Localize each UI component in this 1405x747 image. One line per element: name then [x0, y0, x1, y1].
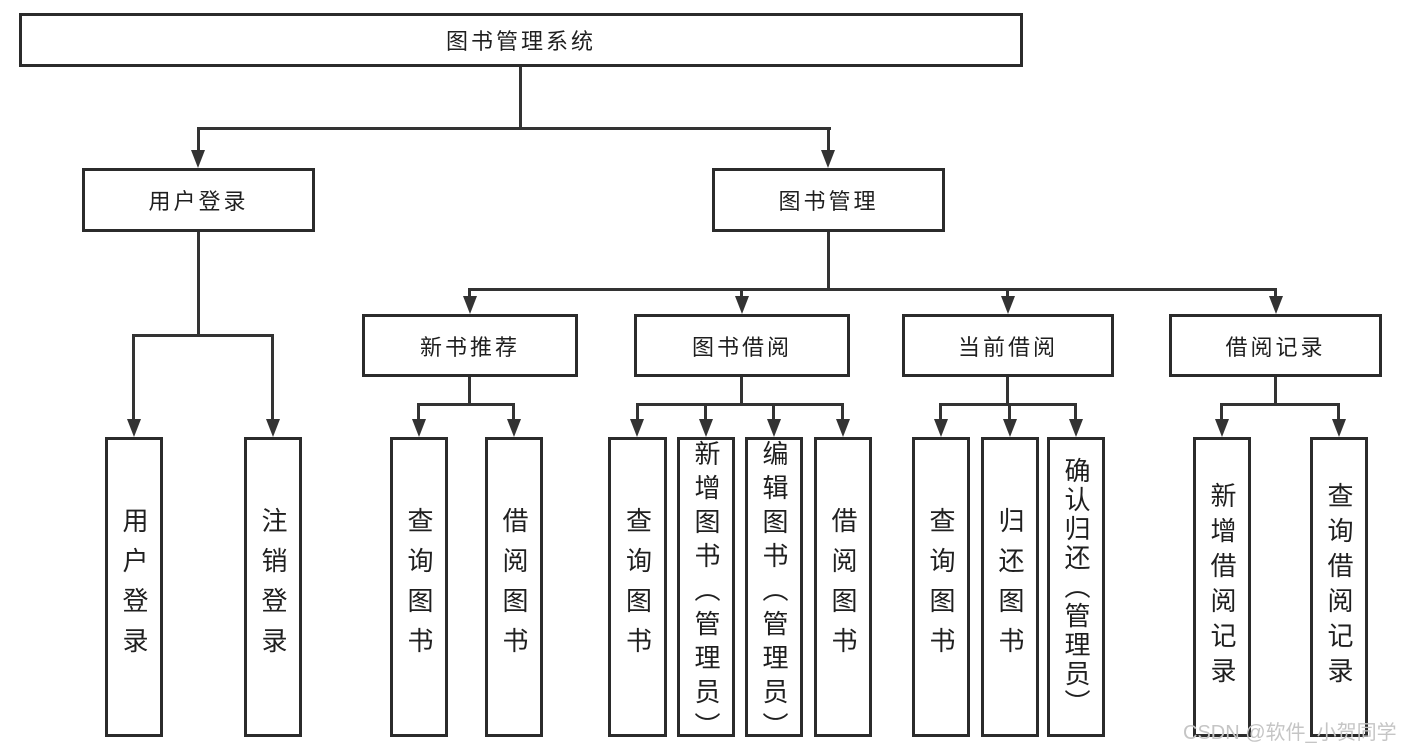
connector-line — [1221, 403, 1340, 406]
connector-line — [1220, 403, 1223, 421]
connector-line — [133, 334, 274, 337]
arrow-down-icon — [507, 419, 521, 437]
leaf-label: 确认归还（管理员） — [1061, 456, 1091, 718]
arrow-down-icon — [821, 150, 835, 168]
watermark-text: CSDN @软件_小贺同学 — [1183, 722, 1397, 744]
node-borrow-records: 借阅记录 — [1169, 314, 1382, 377]
leaf-label: 归还图书 — [995, 507, 1025, 667]
node-book-borrow: 图书借阅 — [634, 314, 850, 377]
node-root: 图书管理系统 — [19, 13, 1023, 67]
connector-line — [1006, 377, 1009, 405]
connector-line — [841, 403, 844, 421]
leaf-query-borrow-record: 查询借阅记录 — [1310, 437, 1368, 737]
connector-line — [939, 403, 942, 421]
connector-line — [197, 127, 200, 153]
arrow-down-icon — [1215, 419, 1229, 437]
connector-line — [469, 288, 1277, 291]
node-new-book-recommend: 新书推荐 — [362, 314, 578, 377]
leaf-label: 新增借阅记录 — [1207, 482, 1237, 692]
connector-line — [740, 377, 743, 405]
leaf-label: 注销登录 — [258, 507, 288, 667]
arrow-down-icon — [1001, 296, 1015, 314]
connector-line — [417, 403, 420, 421]
connector-line — [1274, 288, 1277, 298]
leaf-query-books-2: 查询图书 — [608, 437, 667, 737]
arrow-down-icon — [630, 419, 644, 437]
arrow-down-icon — [191, 150, 205, 168]
leaf-label: 借阅图书 — [828, 507, 858, 667]
connector-line — [827, 127, 830, 153]
connector-line — [827, 232, 830, 290]
connector-line — [197, 127, 831, 130]
arrow-down-icon — [1003, 419, 1017, 437]
leaf-logout: 注销登录 — [244, 437, 302, 737]
leaf-confirm-return-admin: 确认归还（管理员） — [1047, 437, 1105, 737]
leaf-user-login: 用户登录 — [105, 437, 163, 737]
arrow-down-icon — [1332, 419, 1346, 437]
leaf-label: 新增图书（管理员） — [691, 440, 721, 746]
connector-line — [1337, 403, 1340, 421]
connector-line — [418, 403, 515, 406]
leaf-add-book-admin: 新增图书（管理员） — [677, 437, 735, 746]
arrow-down-icon — [836, 419, 850, 437]
arrow-down-icon — [1269, 296, 1283, 314]
arrow-down-icon — [1069, 419, 1083, 437]
connector-line — [271, 334, 274, 421]
arrow-down-icon — [767, 419, 781, 437]
node-current-borrow: 当前借阅 — [902, 314, 1114, 377]
arrow-down-icon — [127, 419, 141, 437]
connector-line — [704, 403, 707, 421]
connector-line — [519, 67, 522, 129]
connector-line — [740, 288, 743, 298]
connector-line — [197, 232, 200, 336]
arrow-down-icon — [699, 419, 713, 437]
connector-line — [636, 403, 639, 421]
arrow-down-icon — [412, 419, 426, 437]
leaf-return-book: 归还图书 — [981, 437, 1039, 737]
connector-line — [468, 377, 471, 405]
leaf-label: 查询图书 — [622, 507, 653, 667]
connector-line — [512, 403, 515, 421]
leaf-label: 用户登录 — [119, 507, 149, 667]
leaf-label: 查询借阅记录 — [1324, 482, 1354, 692]
connector-line — [1074, 403, 1077, 421]
connector-line — [1006, 288, 1009, 298]
leaf-query-books-1: 查询图书 — [390, 437, 448, 737]
leaf-query-books-3: 查询图书 — [912, 437, 970, 737]
connector-line — [772, 403, 775, 421]
node-book-management: 图书管理 — [712, 168, 945, 232]
arrow-down-icon — [934, 419, 948, 437]
leaf-label: 编辑图书（管理员） — [759, 440, 789, 746]
leaf-label: 借阅图书 — [499, 507, 529, 667]
leaf-edit-book-admin: 编辑图书（管理员） — [745, 437, 803, 746]
connector-line — [468, 288, 471, 298]
leaf-borrow-books-1: 借阅图书 — [485, 437, 543, 737]
arrow-down-icon — [735, 296, 749, 314]
arrow-down-icon — [266, 419, 280, 437]
leaf-label: 查询图书 — [926, 507, 956, 667]
node-user-login: 用户登录 — [82, 168, 315, 232]
connector-line — [132, 334, 135, 421]
connector-line — [1274, 377, 1277, 405]
arrow-down-icon — [463, 296, 477, 314]
leaf-label: 查询图书 — [404, 507, 434, 667]
leaf-borrow-books-2: 借阅图书 — [814, 437, 872, 737]
connector-line — [1008, 403, 1011, 421]
connector-line — [636, 403, 844, 406]
leaf-add-borrow-record: 新增借阅记录 — [1193, 437, 1251, 737]
